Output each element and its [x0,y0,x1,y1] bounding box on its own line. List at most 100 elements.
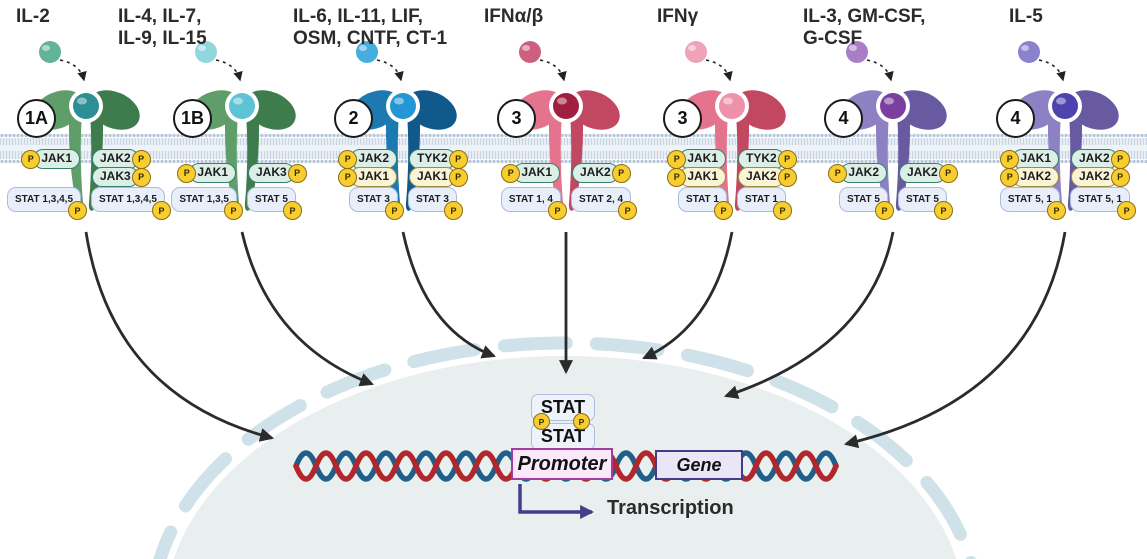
jak-capsule: JAK1 [1012,149,1059,169]
ligand-binding-arrow [59,59,87,82]
jak-capsule: JAK1 [513,163,560,183]
ligand-label: IL-3, GM-CSF,G-CSF [803,6,925,51]
receptor-class-badge: 3 [497,99,536,138]
ligand-label-line: IL-6, IL-11, LIF, [293,6,423,27]
ligand-label-line: IL-4, IL-7, [118,6,202,27]
phospho-badge: P [68,201,87,220]
phospho-badge: P [338,167,358,187]
receptor-3-4 [512,41,620,211]
ligand-label-line: IL-9, IL-15 [118,28,207,50]
ligand-binding-arrow [1038,59,1066,82]
phospho-badge: P [573,413,590,430]
bound-ligand [553,93,579,119]
promoter-box: Promoter [511,448,613,480]
phospho-badge: P [667,167,687,187]
jak-capsule: JAK2 [738,167,785,187]
phospho-badge: P [287,163,307,183]
bound-ligand [390,93,416,119]
jak-capsule: JAK2 [1012,167,1059,187]
phospho-badge: P [443,201,463,220]
jak-capsule: JAK1 [679,167,726,187]
phospho-badge: P [131,167,151,187]
phospho-badge: P [177,163,197,183]
phospho-badge: P [131,149,151,169]
phospho-badge: P [448,149,468,169]
jak-capsule: JAK2 [350,149,397,169]
ligand-binding-arrow [215,59,243,82]
phospho-badge: P [1000,149,1020,169]
ligand-label-line: IFNγ [657,6,699,27]
signal-arrow [84,231,275,442]
jak-capsule: JAK2 [572,163,619,183]
jak-capsule: JAK3 [92,167,139,187]
phospho-badge: P [667,149,687,169]
phospho-badge: P [772,201,792,220]
phospho-badge: P [501,163,521,183]
phospho-badge: P [1110,149,1130,169]
ligand-binding-arrow [866,59,894,82]
phospho-badge: P [1110,167,1130,187]
ligand-label: IL-2 [16,6,50,28]
phospho-badge: P [611,163,631,183]
transcription-arrow [518,484,595,519]
phospho-badge: P [933,201,953,220]
phospho-badge: P [777,149,797,169]
phospho-badge: P [224,201,243,220]
phospho-badge: P [875,201,894,220]
jak-capsule: JAK2 [899,163,946,183]
phospho-badge: P [1047,201,1066,220]
signal-arrow [401,231,496,359]
ligand-label-line: OSM, CNTF, CT-1 [293,28,448,50]
ligand-label: IL-4, IL-7,IL-9, IL-15 [118,6,207,51]
jak-capsule: JAK1 [679,149,726,169]
signal-arrow [843,231,1067,449]
receptor-class-badge: 4 [824,99,863,138]
bound-ligand [719,93,745,119]
phospho-badge: P [21,149,41,169]
phospho-badge: P [448,167,468,187]
ligand-binding-arrow [376,59,404,82]
receptor-1b-2 [188,41,296,211]
transcription-label: Transcription [607,497,734,519]
ligand-label: IL-5 [1009,6,1043,28]
ligand-label: IFNγ [657,6,698,28]
ligand-label-line: IL-3, GM-CSF, [803,6,926,27]
ligand-binding-arrow [705,59,733,82]
phospho-badge: P [828,163,848,183]
ligand-label-line: IL-2 [16,6,50,27]
phospho-badge: P [282,201,302,220]
bound-ligand [880,93,906,119]
receptor-class-badge: 3 [663,99,702,138]
receptor-class-badge: 4 [996,99,1035,138]
jak-capsule: JAK1 [189,163,236,183]
phospho-badge: P [1117,201,1137,220]
jak-capsule: JAK1 [33,149,80,169]
phospho-badge: P [385,201,404,220]
gene-box: Gene [655,450,743,480]
